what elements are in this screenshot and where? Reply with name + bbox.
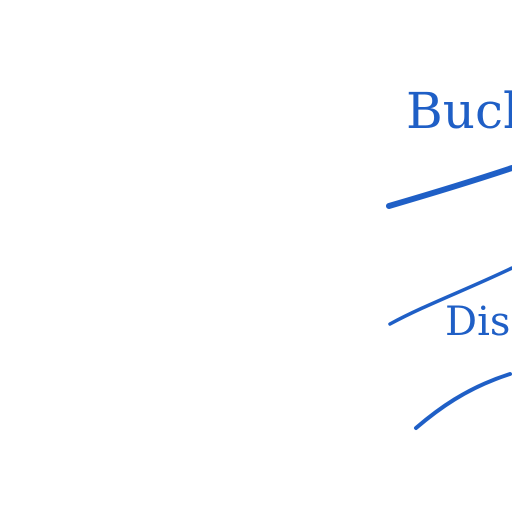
stroke-top (386, 165, 512, 209)
subtitle-text-fragment: Dis (445, 299, 511, 345)
title-text-fragment: Buck (406, 82, 512, 140)
stroke-middle (388, 266, 512, 326)
stroke-bottom (414, 372, 512, 430)
